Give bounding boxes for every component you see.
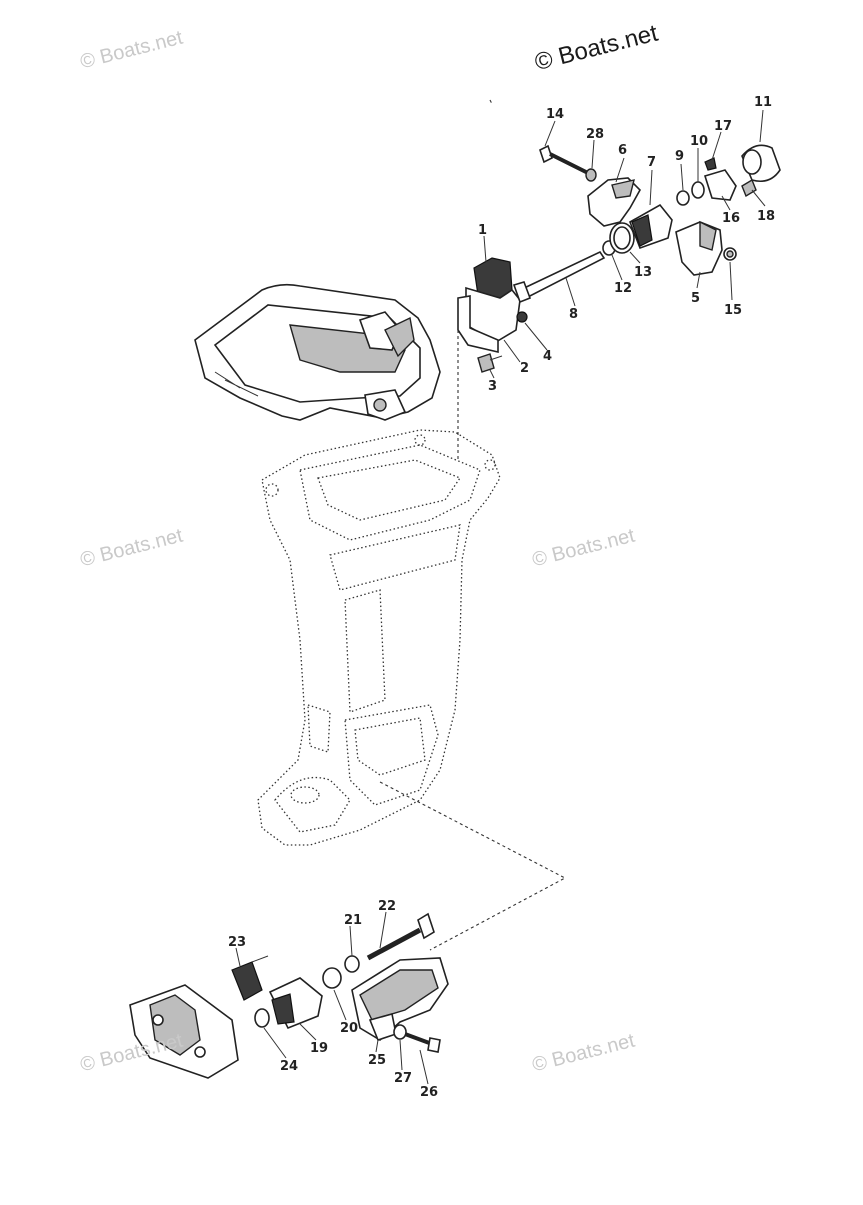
part-label-10: 10 xyxy=(690,134,708,149)
lower-mount-assembly xyxy=(129,912,449,1079)
part-label-12: 12 xyxy=(614,281,632,296)
guide-line xyxy=(379,781,567,951)
part-label-11: 11 xyxy=(754,95,772,110)
part-label-3: 3 xyxy=(488,379,497,394)
part-label-20: 20 xyxy=(340,1021,358,1036)
bottom-cowl-frame xyxy=(194,283,441,421)
part-label-16: 16 xyxy=(722,211,740,226)
part-label-25: 25 xyxy=(368,1053,386,1068)
part-label-17: 17 xyxy=(714,119,732,134)
part-label-2: 2 xyxy=(520,361,529,376)
part-label-6: 6 xyxy=(618,143,627,158)
part-label-4: 4 xyxy=(543,349,552,364)
part-label-14: 14 xyxy=(546,107,564,122)
part-label-8: 8 xyxy=(569,307,578,322)
drive-shaft-housing xyxy=(257,429,501,846)
guide-line xyxy=(489,99,493,105)
part-label-9: 9 xyxy=(675,149,684,164)
leader-lines xyxy=(235,109,766,1085)
part-label-23: 23 xyxy=(228,935,246,950)
part-label-15: 15 xyxy=(724,303,742,318)
part-label-13: 13 xyxy=(634,265,652,280)
part-label-21: 21 xyxy=(344,913,362,928)
part-label-24: 24 xyxy=(280,1059,298,1074)
part-label-27: 27 xyxy=(394,1071,412,1086)
part-label-5: 5 xyxy=(691,291,700,306)
part-labels: 1 2 3 4 5 6 7 8 9 10 11 12 13 14 15 16 1… xyxy=(228,95,775,1100)
part-label-1: 1 xyxy=(478,223,487,238)
part-label-7: 7 xyxy=(647,155,656,170)
swivel-assembly xyxy=(457,144,781,373)
part-label-18: 18 xyxy=(757,209,775,224)
part-label-19: 19 xyxy=(310,1041,328,1056)
part-label-26: 26 xyxy=(420,1085,438,1100)
part-label-28: 28 xyxy=(586,127,604,142)
part-label-22: 22 xyxy=(378,899,396,914)
